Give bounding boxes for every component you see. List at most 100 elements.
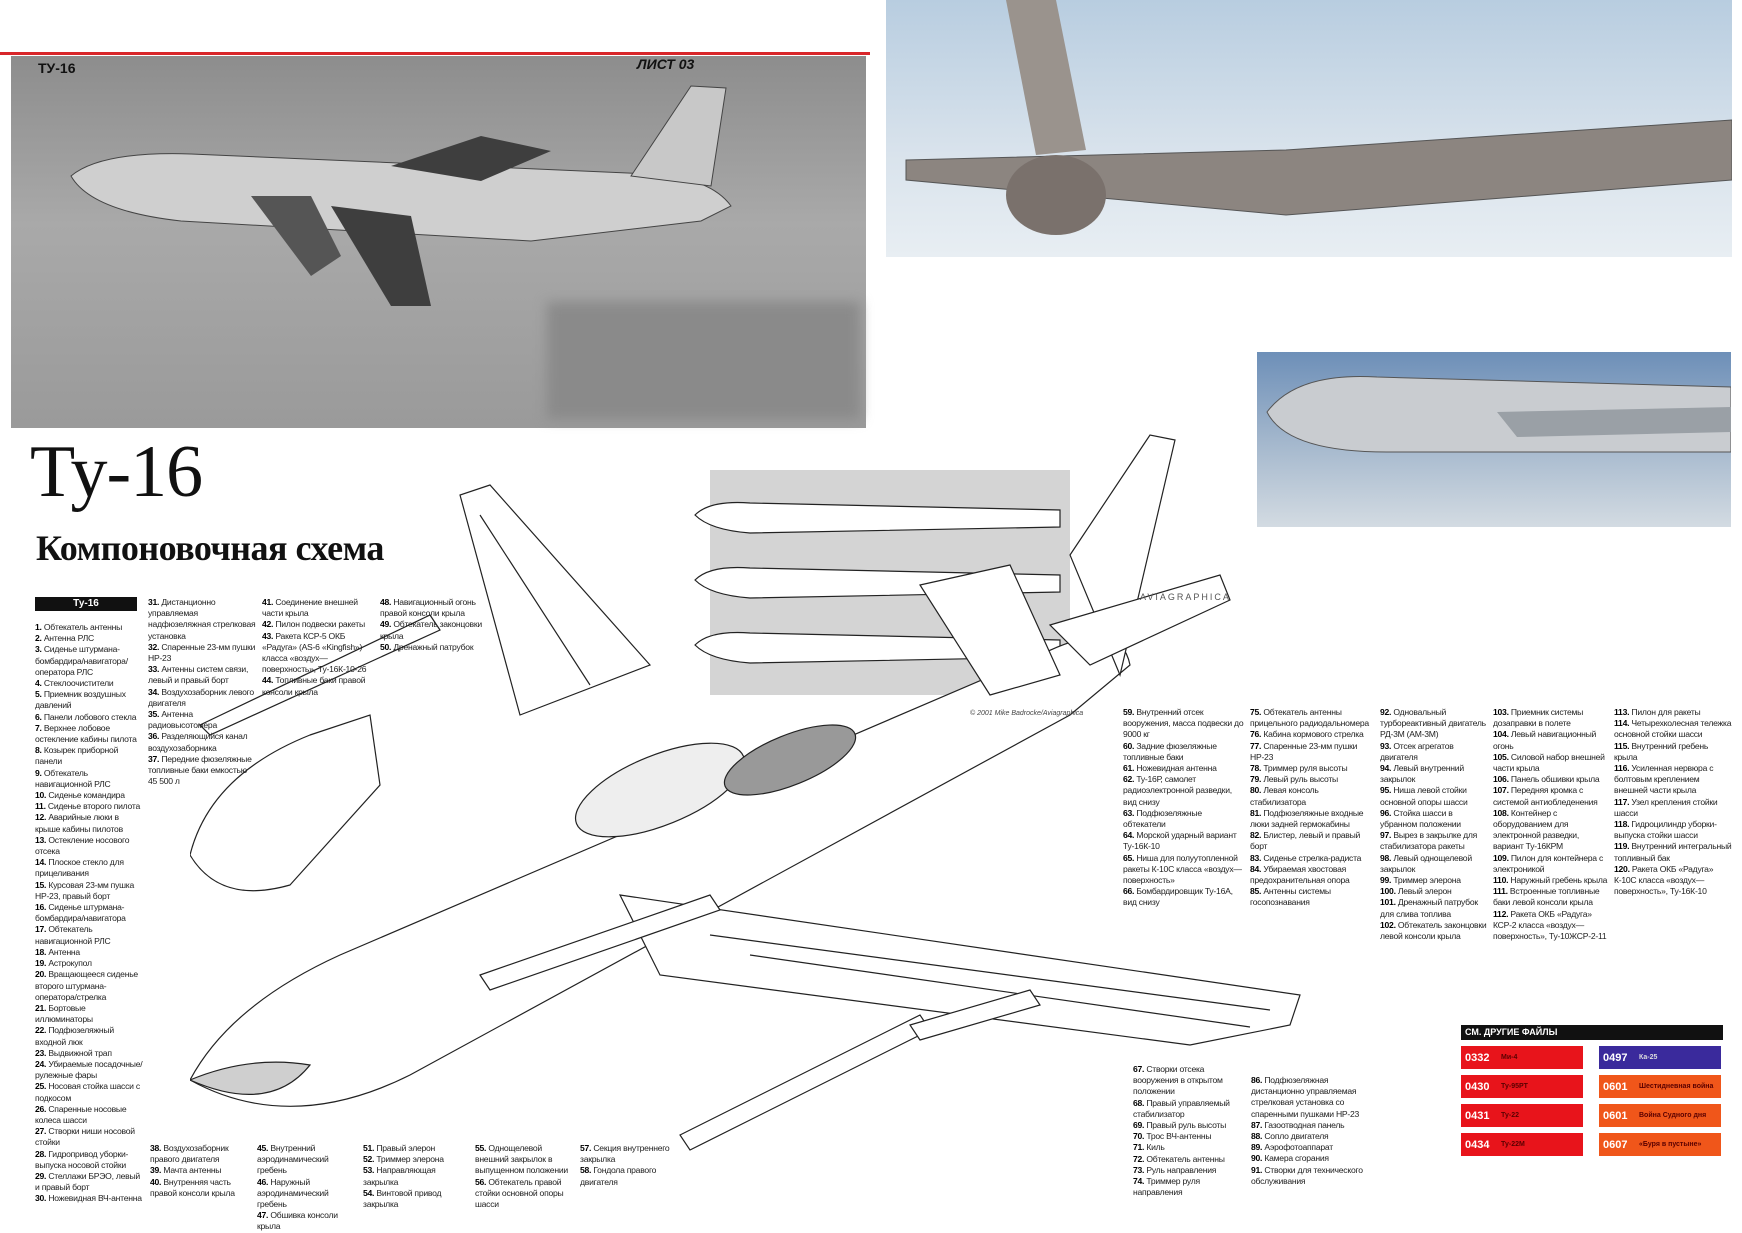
other-file-link[interactable]: 0607«Буря в пустыне» bbox=[1599, 1133, 1721, 1156]
legend-item-number: 41. bbox=[262, 597, 276, 607]
legend-item-number: 89. bbox=[1251, 1142, 1265, 1153]
legend-item: 5. Приемник воздушных давлений bbox=[35, 689, 143, 711]
legend-item-number: 102. bbox=[1380, 919, 1398, 930]
legend-item-text: Гидроцилиндр уборки-выпуска стойки шасси bbox=[1614, 819, 1717, 841]
legend-item-text: Киль bbox=[1146, 1142, 1165, 1153]
legend-item-text: Камера сгорания bbox=[1264, 1153, 1329, 1164]
legend-item-text: Руль направления bbox=[1146, 1164, 1217, 1175]
legend-item: 9. Обтекатель навигационной РЛС bbox=[35, 768, 143, 790]
legend-item-number: 87. bbox=[1251, 1119, 1265, 1130]
legend-item-text: Подфюзеляжная дистанционно управляемая с… bbox=[1251, 1075, 1360, 1119]
legend-item: 15. Курсовая 23-мм пушка НР-23, правый б… bbox=[35, 880, 143, 902]
photo-tu16-nose-color bbox=[1257, 352, 1731, 527]
legend-item: 21. Бортовые иллюминаторы bbox=[35, 1003, 143, 1025]
legend-item-number: 58. bbox=[580, 1165, 594, 1176]
legend-item: 25. Носовая стойка шасси с подкосом bbox=[35, 1081, 143, 1103]
legend-item: 71. Киль bbox=[1133, 1142, 1245, 1153]
legend-item-number: 117. bbox=[1614, 796, 1632, 807]
legend-item-number: 119. bbox=[1614, 841, 1632, 852]
legend-item-number: 24. bbox=[35, 1058, 49, 1069]
legend-item-number: 110. bbox=[1493, 875, 1511, 886]
legend-item-number: 105. bbox=[1493, 751, 1511, 762]
legend-item: 44. Топливные баки правой консоли крыла bbox=[262, 675, 372, 697]
legend-item-number: 98. bbox=[1380, 852, 1394, 863]
legend-item: 50. Дренажный патрубок bbox=[380, 642, 485, 653]
legend-item-text: Вращающееся сиденье второго штурмана-опе… bbox=[35, 969, 138, 1002]
legend-item-text: Морской ударный вариант Ту-16К-10 bbox=[1123, 830, 1237, 852]
legend-item-text: Антенны систем связи, левый и правый бор… bbox=[148, 664, 249, 686]
legend-item: 26. Спаренные носовые колеса шасси bbox=[35, 1104, 143, 1126]
legend-item-number: 83. bbox=[1250, 852, 1264, 863]
legend-item: 35. Антенна радиовысотомера bbox=[148, 709, 256, 731]
legend-column: 48. Навигационный огонь правой консоли к… bbox=[380, 597, 485, 653]
legend-item-number: 111. bbox=[1493, 886, 1510, 897]
legend-item-text: Панель обшивки крыла bbox=[1510, 774, 1600, 785]
legend-column: 75. Обтекатель антенны прицельного радио… bbox=[1250, 707, 1372, 909]
legend-item-number: 50. bbox=[380, 641, 394, 652]
legend-item-text: Секция внутреннего закрылка bbox=[580, 1143, 670, 1165]
legend-item-text: Антенна РЛС bbox=[43, 633, 94, 644]
legend-item-text: Обтекатель правой стойки основной опоры … bbox=[475, 1176, 564, 1210]
legend-item-text: Выдвижной трап bbox=[48, 1047, 112, 1058]
legend-item: 33. Антенны систем связи, левый и правый… bbox=[148, 664, 256, 686]
legend-item: 88. Сопло двигателя bbox=[1251, 1131, 1369, 1142]
file-name: Шестидневная война bbox=[1639, 1083, 1714, 1090]
legend-item-number: 57. bbox=[580, 1143, 594, 1153]
legend-item: 13. Остекление носового отсека bbox=[35, 835, 143, 857]
legend-item-text: Аэрофотоаппарат bbox=[1264, 1142, 1333, 1153]
legend-item-text: Воздухозаборник правого двигателя bbox=[150, 1143, 229, 1165]
legend-item: 39. Мачта антенны bbox=[150, 1165, 252, 1176]
legend-item-text: Створки отсека вооружения в открытом пол… bbox=[1133, 1064, 1223, 1097]
legend-item-text: Антенны системы госопознавания bbox=[1250, 886, 1331, 908]
legend-item-number: 72. bbox=[1133, 1153, 1147, 1164]
legend-item-number: 40. bbox=[150, 1176, 164, 1187]
cutaway-diagram: © 2001 Mike Badrocke/Aviagraphica AVIAGR… bbox=[190, 434, 1301, 1151]
legend-item-text: Обтекатель навигационной РЛС bbox=[35, 767, 111, 789]
legend-item-text: Передняя кромка с системой антиобледенен… bbox=[1493, 785, 1598, 807]
legend-item: 81. Подфюзеляжные входные люки задней ге… bbox=[1250, 808, 1372, 830]
legend-item-text: Пилон для ракеты bbox=[1631, 707, 1701, 717]
legend-item-text: Гидропривод уборки-выпуска носовой стойк… bbox=[35, 1148, 129, 1170]
legend-item-number: 86. bbox=[1251, 1075, 1265, 1085]
legend-item-text: Направляющая закрылка bbox=[363, 1165, 436, 1187]
legend-item: 111. Встроенные топливные баки левой кон… bbox=[1493, 886, 1608, 908]
legend-item-text: Сиденье стрелка-радиста bbox=[1263, 852, 1362, 863]
legend-item: 49. Обтекатель законцовки крыла bbox=[380, 619, 485, 641]
legend-item: 53. Направляющая закрылка bbox=[363, 1165, 471, 1187]
legend-item-number: 90. bbox=[1251, 1153, 1265, 1164]
legend-item: 89. Аэрофотоаппарат bbox=[1251, 1142, 1369, 1153]
legend-item-number: 31. bbox=[148, 597, 162, 607]
legend-item-text: Правый элерон bbox=[376, 1143, 436, 1153]
legend-item-number: 47. bbox=[257, 1210, 271, 1221]
legend-item-number: 55. bbox=[475, 1143, 489, 1153]
legend-item-number: 84. bbox=[1250, 863, 1264, 874]
legend-item-number: 62. bbox=[1123, 774, 1137, 785]
legend-item-text: Убираемая хвостовая предохранительная оп… bbox=[1250, 863, 1350, 886]
header-rule bbox=[0, 52, 870, 55]
legend-item-text: Бомбардировщик Ту-16А, вид снизу bbox=[1123, 886, 1233, 908]
legend-item: 68. Правый управляемый стабилизатор bbox=[1133, 1098, 1245, 1120]
legend-item-number: 19. bbox=[35, 958, 49, 969]
legend-item-number: 2. bbox=[35, 633, 44, 644]
legend-item-text: Соединение внешней части крыла bbox=[262, 597, 358, 619]
legend-item-text: Остекление носового отсека bbox=[35, 834, 130, 857]
legend-item-number: 78. bbox=[1250, 763, 1264, 774]
legend-item: 79. Левый руль высоты bbox=[1250, 774, 1372, 785]
legend-item-text: Створки ниши носовой стойки bbox=[35, 1126, 135, 1148]
legend-item-number: 4. bbox=[35, 678, 44, 689]
legend-item-text: Обтекатель антенны прицельного радиодаль… bbox=[1250, 707, 1369, 729]
legend-item-text: Внутренний гребень крыла bbox=[1614, 740, 1709, 762]
legend-item: 80. Левая консоль стабилизатора bbox=[1250, 785, 1372, 807]
legend-item-text: Спаренные носовые колеса шасси bbox=[35, 1103, 127, 1125]
